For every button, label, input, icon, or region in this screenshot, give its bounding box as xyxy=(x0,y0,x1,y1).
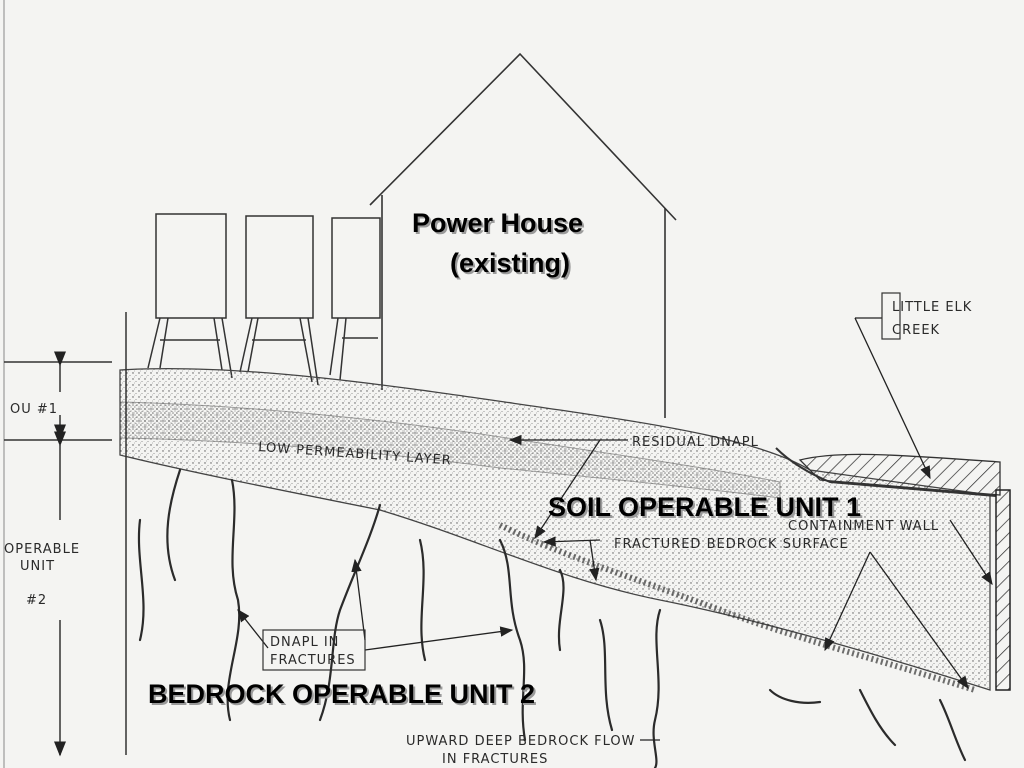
creek-label-line2: CREEK xyxy=(892,323,940,338)
creek-bank xyxy=(775,447,997,497)
fractured-bedrock-surface xyxy=(498,522,976,693)
bedrock-fractures xyxy=(137,468,967,768)
containment-wall xyxy=(995,489,1011,691)
unit-dimension-markers xyxy=(4,312,127,757)
low-permeability-layer xyxy=(119,401,781,499)
fractured-bedrock-label: FRACTURED BEDROCK SURFACE xyxy=(614,537,849,552)
residual-dnapl-label: RESIDUAL DNAPL xyxy=(632,435,759,450)
dnapl-fractures-line1: DNAPL IN xyxy=(270,635,339,650)
operable-unit-2-line2: UNIT xyxy=(20,559,55,574)
upward-flow-line2: IN FRACTURES xyxy=(442,752,548,767)
bedrock-operable-unit-label: BEDROCK OPERABLE UNIT 2 xyxy=(148,679,536,709)
creek-water xyxy=(798,453,1001,496)
creek-label-box xyxy=(881,292,901,340)
operable-unit-2-line3: #2 xyxy=(26,593,47,608)
leader-lines xyxy=(237,317,993,741)
dnapl-fractures-line2: FRACTURES xyxy=(270,653,356,668)
creek-label-line1: LITTLE ELK xyxy=(892,300,972,315)
upward-flow-line1: UPWARD DEEP BEDROCK FLOW xyxy=(406,734,635,749)
soil-operable-unit-label: SOIL OPERABLE UNIT 1 xyxy=(548,492,862,522)
dnapl-fractures-box xyxy=(262,629,366,671)
ou1-label: OU #1 xyxy=(10,402,58,417)
storage-tanks xyxy=(147,213,381,386)
containment-wall-label: CONTAINMENT WALL xyxy=(788,519,939,534)
power-house-subtitle: (existing) xyxy=(450,248,571,278)
power-house-building xyxy=(369,52,677,418)
operable-unit-2-line1: OPERABLE xyxy=(4,542,80,557)
power-house-title: Power House xyxy=(412,208,584,238)
